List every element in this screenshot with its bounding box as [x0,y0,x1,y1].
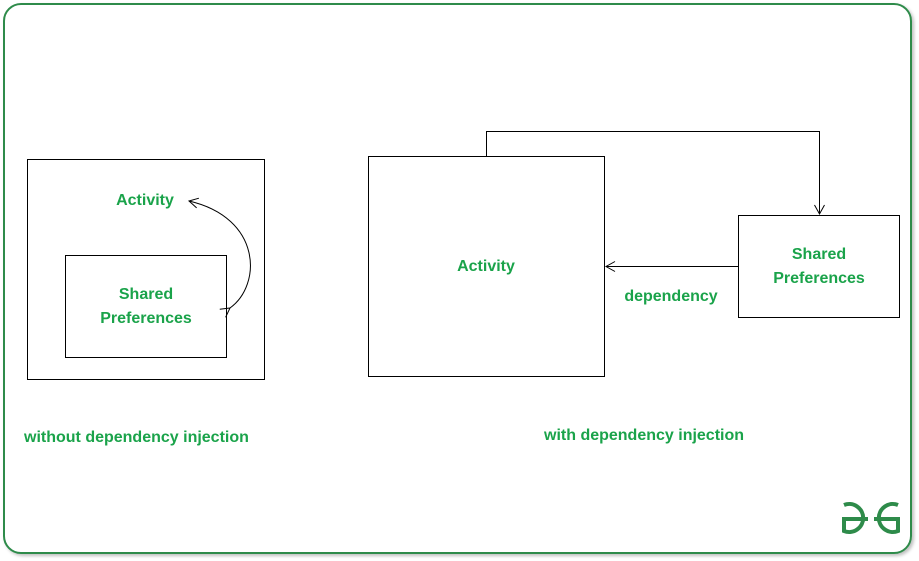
left-shared-prefs-line1: Shared [118,286,174,303]
right-shared-prefs-line2: Preferences [773,270,865,287]
diagram-frame [3,3,912,554]
left-shared-prefs-line2: Preferences [100,310,192,327]
right-shared-prefs-label: Shared Preferences [739,243,899,291]
right-shared-prefs-line1: Shared [791,246,847,263]
dependency-arrow-label: dependency [624,288,718,305]
right-shared-prefs-box [738,215,900,318]
gfg-logo-icon [842,502,900,534]
left-shared-prefs-label: Shared Preferences [66,283,226,331]
right-top-connector-arrow [486,131,825,216]
left-outer-box [27,159,265,380]
left-curved-arrow [187,197,251,318]
right-activity-box [368,156,605,377]
left-activity-label: Activity [116,192,174,209]
right-caption: with dependency injection [544,427,745,444]
left-caption: without dependency injection [24,429,249,446]
right-activity-label: Activity [457,258,515,275]
